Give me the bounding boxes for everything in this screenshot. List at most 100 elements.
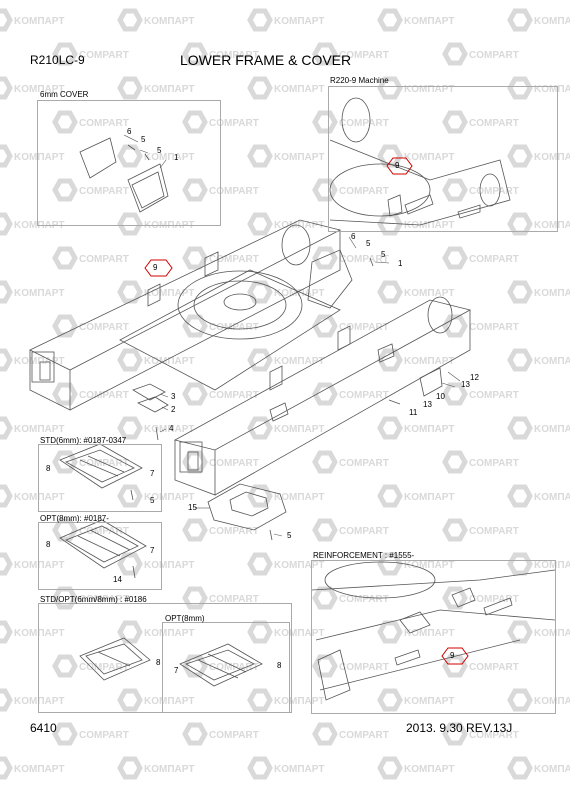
watermark-hex-icon [0, 688, 13, 712]
hex-marker-main [144, 259, 173, 277]
hexagon-markers [144, 157, 469, 665]
watermark-text: COMPART [339, 526, 389, 537]
watermark-hex-icon [0, 416, 13, 440]
watermark-text: KOMПAPT [534, 84, 570, 95]
watermark-text: COMPART [209, 50, 259, 61]
opt8-drawing [59, 519, 147, 579]
watermark-text: COMPART [469, 526, 519, 537]
watermark-text: COMPART [469, 50, 519, 61]
watermark-text: KOMПAPT [144, 424, 195, 435]
watermark-text: COMPART [339, 186, 389, 197]
watermark-text: COMPART [209, 254, 259, 265]
panel-title-r220: R220-9 Machine [330, 76, 389, 85]
watermark-text: COMPART [339, 662, 389, 673]
watermark-text: KOMПAPT [274, 424, 325, 435]
watermark-layer: KOMПAPT KOMПAPT KOMПAPT KOMПAPT KOMПAPT COMPA… [0, 8, 570, 780]
watermark-hex-icon [442, 586, 468, 610]
watermark-hex-icon [442, 110, 468, 134]
watermark-hex-icon [247, 76, 273, 100]
callout: 3 [171, 392, 176, 401]
watermark-hex-icon [377, 8, 403, 32]
panel-title-opt8: OPT(8mm): #0187- [40, 514, 109, 523]
std6-drawing [59, 443, 143, 501]
watermark-text: KOMПAPT [14, 628, 65, 639]
callout: 15 [188, 503, 197, 512]
watermark-text: KOMПAPT [534, 16, 570, 27]
watermark-text: COMPART [469, 390, 519, 401]
r220-drawing [329, 97, 511, 226]
callout: 1 [174, 153, 179, 162]
watermark-hex-icon [507, 76, 533, 100]
watermark-hex-icon [182, 382, 208, 406]
watermark-hex-icon [377, 76, 403, 100]
watermark-text: KOMПAPT [14, 152, 65, 163]
watermark-text: COMPART [79, 594, 129, 605]
callout: 9 [153, 263, 158, 272]
watermark-text: KOMПAPT [534, 152, 570, 163]
watermark-hex-icon [442, 246, 468, 270]
watermark-hex-icon [377, 416, 403, 440]
watermark-text: COMPART [469, 254, 519, 265]
callout: 5 [157, 146, 162, 155]
watermark-hex-icon [117, 484, 143, 508]
leader-lines [123, 134, 461, 537]
callout: 5 [366, 239, 371, 248]
watermark-hex-icon [377, 484, 403, 508]
watermark-text: KOMПAPT [14, 560, 65, 571]
callout: 5 [150, 496, 155, 505]
watermark-hex-icon [377, 144, 403, 168]
watermark-hex-icon [182, 42, 208, 66]
watermark-text: KOMПAPT [404, 628, 455, 639]
watermark-text: COMPART [469, 662, 519, 673]
panel-reinf [311, 560, 556, 714]
watermark-hex-icon [117, 416, 143, 440]
panel-title-reinf: REINFORCEMENT : #1555- [313, 551, 415, 560]
watermark-hex-icon [507, 484, 533, 508]
watermark-text: KOMПAPT [404, 152, 455, 163]
watermark-text: COMPART [79, 662, 129, 673]
watermark-text: COMPART [339, 254, 389, 265]
callout: 7 [150, 469, 155, 478]
watermark-text: KOMПAPT [14, 764, 65, 775]
watermark-text: KOMПAPT [14, 288, 65, 299]
watermark-hex-icon [442, 42, 468, 66]
watermark-hex-icon [442, 518, 468, 542]
watermark-text: KOMПAPT [534, 424, 570, 435]
watermark-hex-icon [507, 416, 533, 440]
callout: 10 [436, 392, 445, 401]
watermark-hex-icon [312, 654, 338, 678]
watermark-text: KOMПAPT [404, 16, 455, 27]
watermark-text: KOMПAPT [534, 560, 570, 571]
watermark-text: COMPART [79, 186, 129, 197]
watermark-text: KOMПAPT [404, 356, 455, 367]
watermark-text: COMPART [209, 526, 259, 537]
watermark-text: COMPART [79, 118, 129, 129]
callout: 8 [46, 464, 51, 473]
watermark-hex-icon [247, 484, 273, 508]
watermark-text: KOMПAPT [274, 764, 325, 775]
watermark-text: COMPART [209, 662, 259, 673]
watermark-hex-icon [312, 450, 338, 474]
watermark-hex-icon [377, 756, 403, 780]
hex-marker-reinf [441, 647, 469, 665]
watermark-text: KOMПAPT [274, 696, 325, 707]
watermark-text: KOMПAPT [534, 628, 570, 639]
watermark-text: KOMПAPT [404, 220, 455, 231]
watermark-text: KOMПAPT [144, 764, 195, 775]
watermark-text: KOMПAPT [274, 492, 325, 503]
watermark-hex-icon [117, 144, 143, 168]
watermark-text: KOMПAPT [274, 16, 325, 27]
watermark-hex-icon [247, 756, 273, 780]
watermark-hex-icon [312, 586, 338, 610]
watermark-text: COMPART [469, 730, 519, 741]
watermark-text: KOMПAPT [534, 356, 570, 367]
watermark-hex-icon [247, 144, 273, 168]
watermark-text: COMPART [339, 458, 389, 469]
watermark-text: COMPART [209, 730, 259, 741]
watermark-text: COMPART [339, 50, 389, 61]
watermark-text: KOMПAPT [274, 152, 325, 163]
lower-frame-drawing [29, 219, 472, 541]
watermark-text: COMPART [469, 186, 519, 197]
callout: 1 [398, 259, 403, 268]
